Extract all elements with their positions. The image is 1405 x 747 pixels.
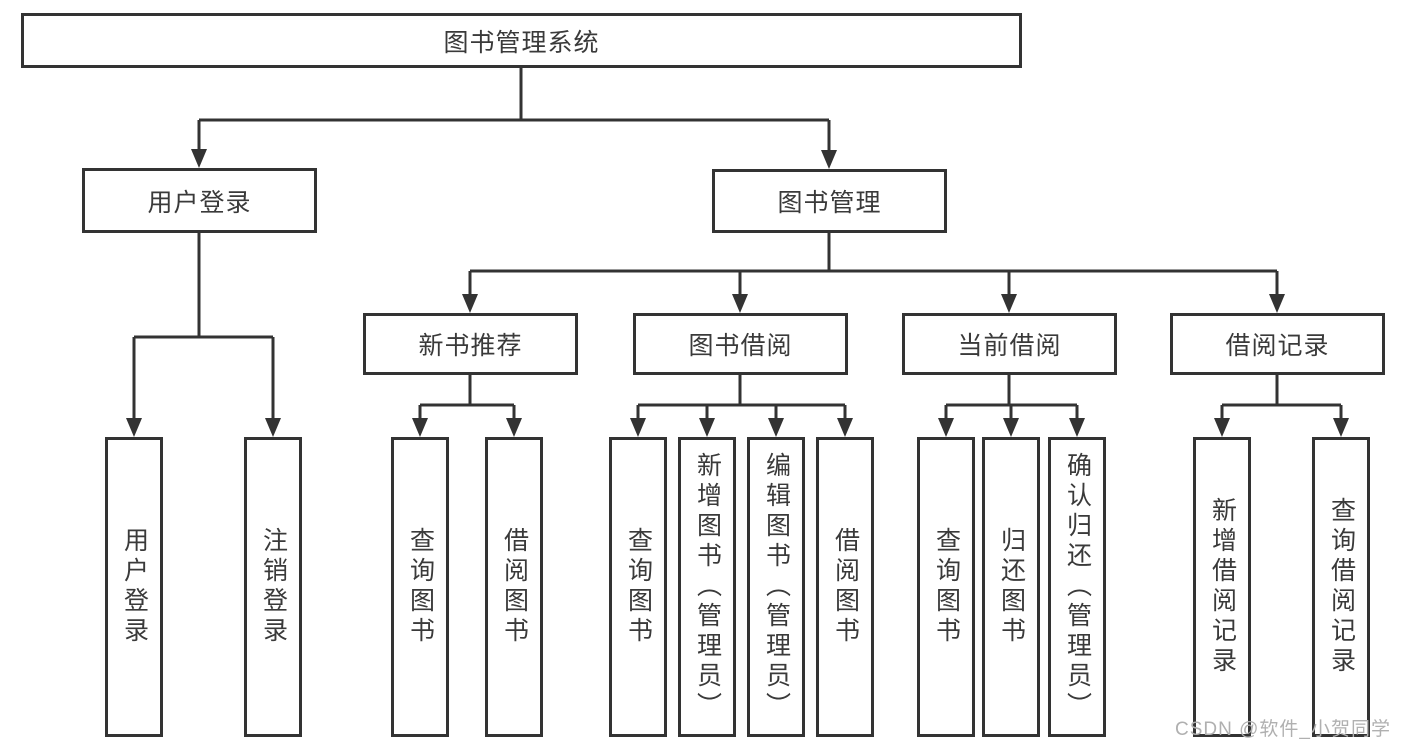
leaf-query-books-borrowing: 查询图书 [609, 437, 667, 737]
leaf-query-borrow-record: 查询借阅记录 [1312, 437, 1370, 737]
leaf-query-books-current: 查询图书 [917, 437, 975, 737]
node-new-book-recommend: 新书推荐 [363, 313, 578, 375]
leaf-add-book-admin: 新增图书（管理员） [678, 437, 736, 737]
leaf-borrow-books: 借阅图书 [816, 437, 874, 737]
leaf-query-books-recommend: 查询图书 [391, 437, 449, 737]
node-current-borrowing: 当前借阅 [902, 313, 1117, 375]
leaf-logout: 注销登录 [244, 437, 302, 737]
leaf-borrow-books-recommend: 借阅图书 [485, 437, 543, 737]
node-book-borrowing: 图书借阅 [633, 313, 848, 375]
node-book-management: 图书管理 [712, 169, 947, 233]
node-root: 图书管理系统 [21, 13, 1022, 68]
node-user-login: 用户登录 [82, 168, 317, 233]
csdn-watermark: CSDN @软件_小贺同学 [1175, 719, 1391, 740]
leaf-return-books: 归还图书 [982, 437, 1040, 737]
node-borrow-records: 借阅记录 [1170, 313, 1385, 375]
leaf-edit-book-admin: 编辑图书（管理员） [747, 437, 805, 737]
leaf-user-login: 用户登录 [105, 437, 163, 737]
leaf-confirm-return-admin: 确认归还（管理员） [1048, 437, 1106, 737]
leaf-add-borrow-record: 新增借阅记录 [1193, 437, 1251, 737]
